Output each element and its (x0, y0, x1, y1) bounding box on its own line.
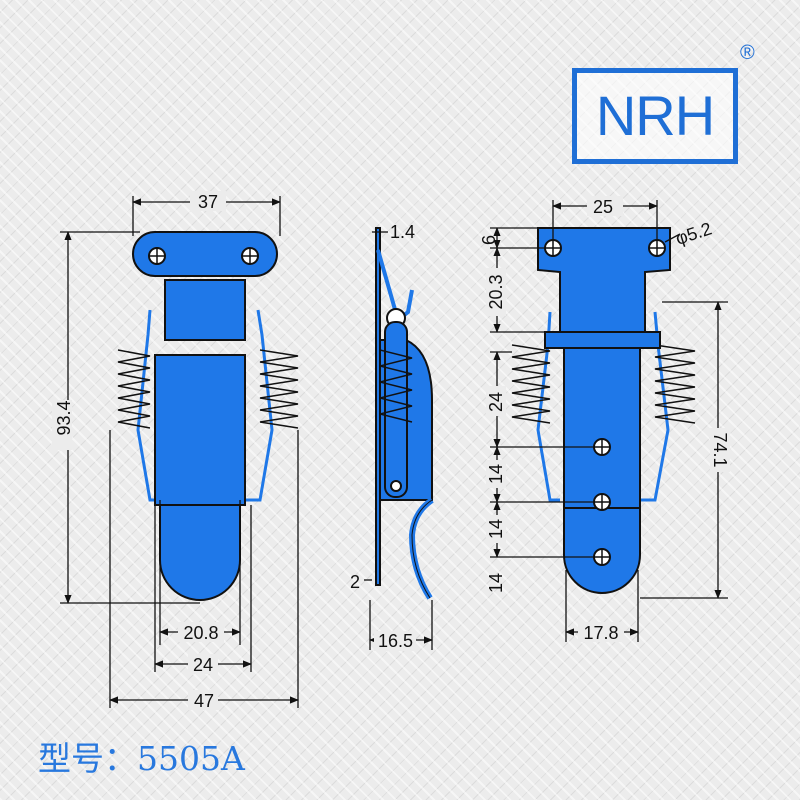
dim-back-pitch-2: 14 (486, 519, 506, 539)
dim-back-hole-spacing: 25 (593, 197, 613, 217)
dim-side-thickness-top: 1.4 (390, 222, 415, 242)
dim-back-plate-height: 20.3 (486, 274, 506, 309)
registered-mark: ® (740, 42, 755, 64)
dim-front-body-width: 20.8 (183, 623, 218, 643)
back-cross-bar (544, 331, 661, 349)
model-label: 型号： (38, 739, 137, 778)
front-hinge-plate (132, 231, 278, 277)
dim-back-total-height: 74.1 (710, 432, 730, 467)
dim-back-pitch-1: 14 (486, 464, 506, 484)
model-caption: 型号：5505A (38, 732, 245, 780)
dim-back-hole-dia: φ5.2 (673, 218, 714, 248)
dim-front-height: 93.4 (54, 400, 74, 435)
brand-logo: NRH (572, 68, 738, 164)
dim-back-pitch-3: 14 (486, 573, 506, 593)
dim-side-thickness-bottom: 2 (350, 572, 360, 592)
dim-side-depth: 16.5 (378, 631, 413, 651)
side-spring (379, 349, 413, 423)
back-spring-left (511, 344, 551, 424)
side-lever-pivot (390, 480, 402, 492)
side-view (375, 227, 434, 600)
front-lower-tab (159, 499, 241, 601)
front-spring-left (117, 349, 151, 429)
front-spring-right (259, 349, 299, 429)
front-view (117, 231, 299, 601)
back-view (511, 227, 696, 594)
back-center-slide (563, 347, 641, 509)
back-spring-right (654, 344, 696, 424)
brand-logo-text: NRH (595, 84, 715, 147)
dim-back-hole-offset: 6 (479, 235, 499, 245)
model-number: 5505A (137, 739, 245, 778)
dim-front-inner-width: 24 (193, 655, 213, 675)
dim-front-top-width: 37 (198, 192, 218, 212)
front-frame-right (240, 309, 274, 502)
front-neck (164, 279, 246, 341)
front-body (154, 354, 246, 506)
dim-back-spring-len: 24 (486, 392, 506, 412)
dim-back-tab-width: 17.8 (583, 623, 618, 643)
dim-front-overall-width: 47 (194, 691, 214, 711)
back-lower-tab (563, 499, 641, 594)
front-frame-left (136, 309, 160, 502)
